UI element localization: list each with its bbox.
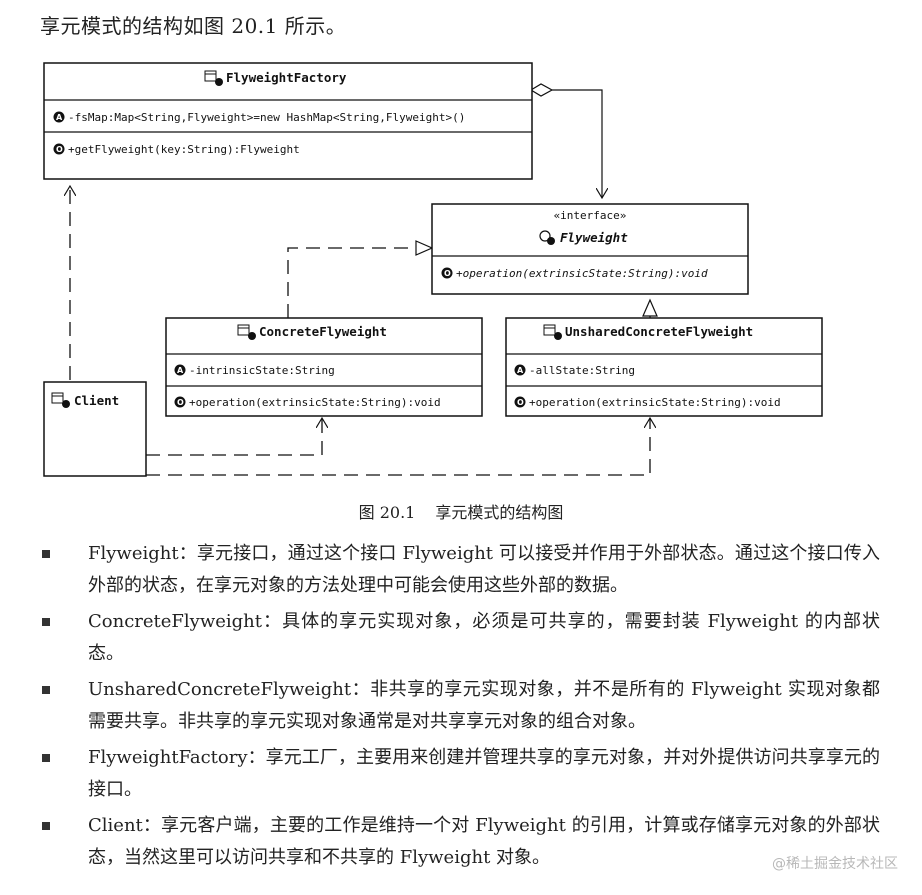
class-client[interactable]: Client [43,381,147,477]
dependency-client-unshared [146,418,650,476]
bullet-square-icon [42,822,50,830]
class-flyweight-factory[interactable]: FlyweightFactory A -fsMap:Map<String,Fly… [43,62,533,180]
operation-icon: O [174,396,186,408]
list-item-term: Client [88,815,143,836]
svg-text:A: A [177,366,184,375]
aggregation-line [552,89,602,198]
attribute-icon: A [514,364,526,376]
list-item-desc: ：享元客户端，主要的工作是维持一个对 Flyweight 的引用，计算或存储享元… [88,815,880,868]
list-item-term: Flyweight [88,543,179,564]
description-list: Flyweight：享元接口，通过这个接口 Flyweight 可以接受并作用于… [40,538,880,878]
list-item: Flyweight：享元接口，通过这个接口 Flyweight 可以接受并作用于… [40,538,880,602]
class-unshared-concrete-flyweight[interactable]: UnsharedConcreteFlyweight A -allState:St… [505,317,823,417]
class-attribute: -intrinsicState:String [189,364,335,377]
class-attribute: -fsMap:Map<String,Flyweight>=new HashMap… [68,111,465,124]
class-operation: +getFlyweight(key:String):Flyweight [68,143,300,156]
operation-icon: O [53,143,65,155]
class-icon [237,324,256,340]
dependency-client-concrete [146,418,322,456]
operation-icon: O [514,396,526,408]
bullet-square-icon [42,686,50,694]
class-name: Client [74,393,119,408]
interface-icon [539,230,555,245]
realization-concrete [287,240,434,318]
uml-diagram: FlyweightFactory A -fsMap:Map<String,Fly… [43,62,823,477]
class-concrete-flyweight[interactable]: ConcreteFlyweight A -intrinsicState:Stri… [165,317,483,417]
list-item: Client：享元客户端，主要的工作是维持一个对 Flyweight 的引用，计… [40,810,880,874]
figure-number: 图 20.1 [358,503,416,522]
svg-text:O: O [56,145,63,154]
interface-operation: +operation(extrinsicState:String):void [456,267,708,280]
svg-text:A: A [56,113,63,122]
bullet-square-icon [42,550,50,558]
class-operation: +operation(extrinsicState:String):void [529,396,781,409]
diagram-connectors [70,83,658,476]
interface-flyweight[interactable]: «interface» Flyweight O +operation(extri… [431,203,749,295]
list-item-term: FlyweightFactory [88,747,248,768]
intro-text: 享元模式的结构如图 20.1 所示。 [40,14,347,38]
list-item: ConcreteFlyweight：具体的享元实现对象，必须是可共享的，需要封装… [40,606,880,670]
class-icon [204,70,223,86]
figure-title: 享元模式的结构图 [435,503,564,522]
list-item-desc: ：具体的享元实现对象，必须是可共享的，需要封装 Flyweight 的内部状态。 [88,611,880,664]
list-item: UnsharedConcreteFlyweight：非共享的享元实现对象，并不是… [40,674,880,738]
class-icon [543,324,562,340]
interface-stereotype: «interface» [554,209,627,222]
list-item-desc: ：享元工厂，主要用来创建并管理共享的享元对象，并对外提供访问共享享元的接口。 [88,747,880,800]
attribute-icon: A [174,364,186,376]
aggregation-diamond [529,83,554,97]
class-icon [51,392,70,408]
class-name: ConcreteFlyweight [259,324,387,339]
class-name: FlyweightFactory [226,70,347,85]
bullet-square-icon [42,754,50,762]
svg-text:O: O [517,398,524,407]
interface-name: Flyweight [560,230,628,245]
list-item-term: UnsharedConcreteFlyweight [88,679,352,700]
attribute-icon: A [53,111,65,123]
list-item-desc: ：享元接口，通过这个接口 Flyweight 可以接受并作用于外部状态。通过这个… [88,543,880,596]
bullet-square-icon [42,618,50,626]
operation-icon: O [441,267,453,279]
svg-text:O: O [444,269,451,278]
svg-text:A: A [517,366,524,375]
list-item: FlyweightFactory：享元工厂，主要用来创建并管理共享的享元对象，并… [40,742,880,806]
list-item-term: ConcreteFlyweight [88,611,263,632]
list-item-desc: ：非共享的享元实现对象，并不是所有的 Flyweight 实现对象都需要共享。非… [88,679,880,732]
figure-caption: 图 20.1 享元模式的结构图 [0,502,922,524]
svg-text:O: O [177,398,184,407]
class-name: UnsharedConcreteFlyweight [565,324,753,339]
class-attribute: -allState:String [529,364,635,377]
watermark: @稀土掘金技术社区 [772,856,898,872]
class-operation: +operation(extrinsicState:String):void [189,396,441,409]
